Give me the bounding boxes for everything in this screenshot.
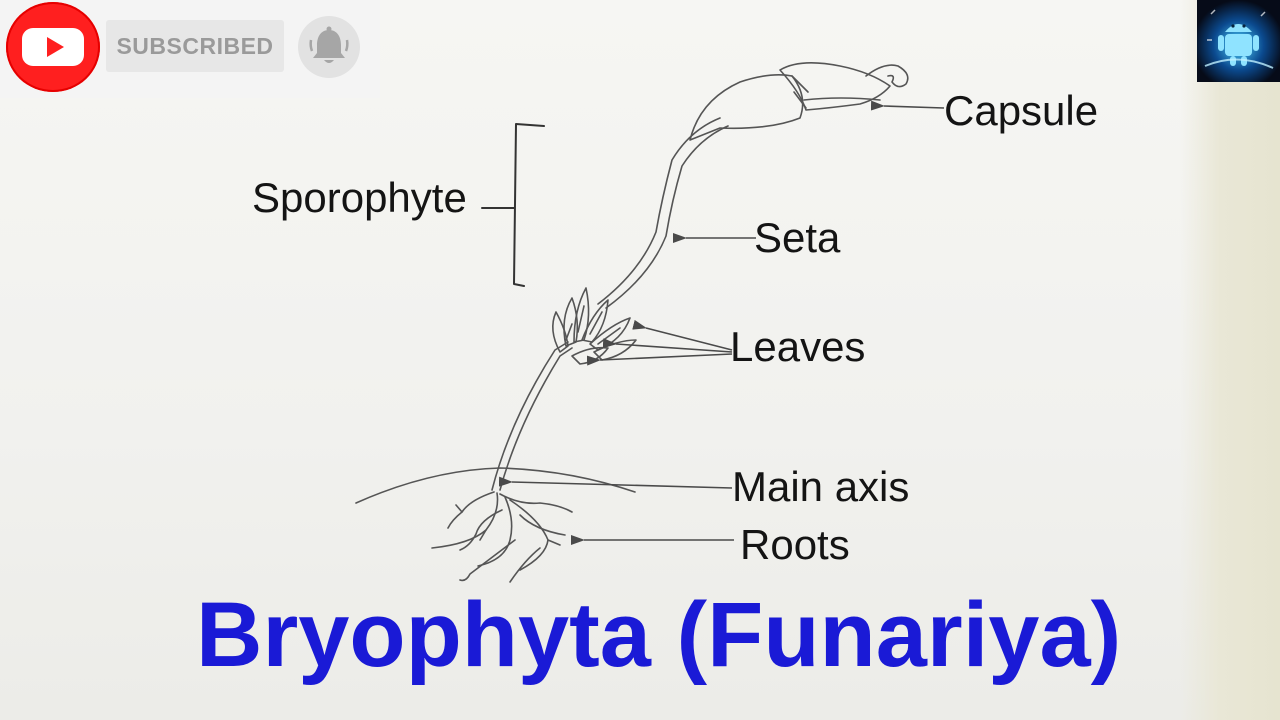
main-axis-drawing: [491, 341, 573, 491]
paper-edge-shadow: [1180, 0, 1280, 720]
capsule-label: Capsule: [944, 87, 1099, 134]
leaves-pointer-upper: [632, 319, 733, 351]
roots-drawing: [431, 491, 573, 583]
bell-icon[interactable]: [298, 16, 360, 78]
main-axis-pointer: [498, 476, 733, 489]
subscribed-button[interactable]: SUBSCRIBED: [106, 20, 284, 72]
leaves-pointer-lower: [586, 353, 733, 366]
roots-label: Roots: [740, 521, 850, 568]
android-robot-logo: [1197, 0, 1280, 82]
sporophyte-label: Sporophyte: [252, 174, 467, 221]
capsule-drawing: [689, 62, 909, 141]
subscribe-overlay: SUBSCRIBED: [0, 0, 380, 98]
main-axis-label: Main axis: [732, 463, 910, 510]
seta-label: Seta: [754, 214, 841, 261]
capsule-pointer: [870, 100, 945, 111]
youtube-play-icon[interactable]: [6, 2, 100, 92]
sporophyte-bracket: [513, 123, 545, 287]
page-title: Bryophyta (Funariya): [196, 584, 1122, 686]
seta-drawing: [597, 117, 729, 309]
ground-line: [355, 467, 636, 504]
leaves-pointer-middle: [602, 338, 733, 353]
leaves-label: Leaves: [730, 323, 866, 370]
